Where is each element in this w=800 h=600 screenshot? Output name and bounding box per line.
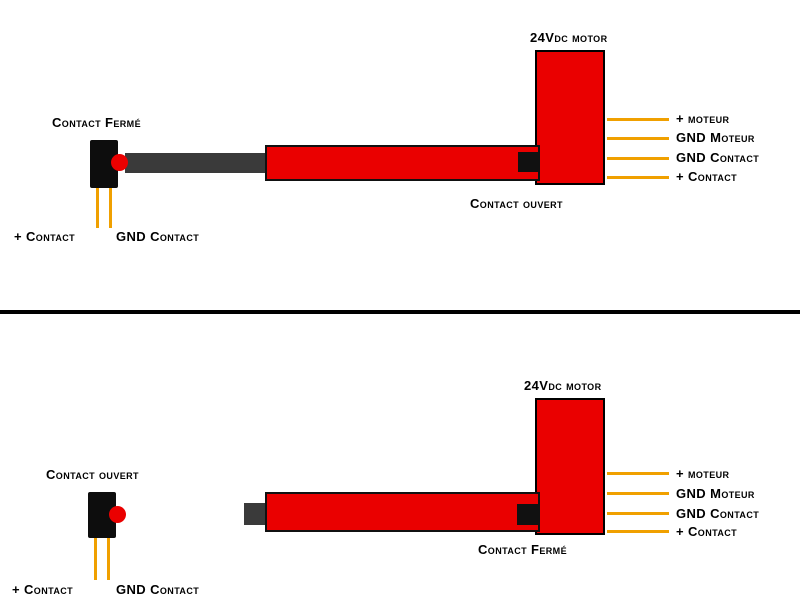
switch-state-label: Contact Fermé [52, 115, 141, 130]
switch-wire-label-gnd: GND Contact [116, 229, 200, 244]
wire-label-plus-contact: + Contact [676, 169, 738, 184]
switch-button [111, 154, 128, 171]
switch-wire-gnd [107, 538, 110, 580]
motor-limit-switch [517, 504, 538, 525]
motor-title: 24Vdc motor [524, 378, 602, 393]
switch-wire-gnd [109, 188, 112, 228]
switch-wire-label-gnd: GND Contact [116, 582, 200, 597]
motor-switch-state-label: Contact ouvert [470, 196, 563, 211]
wire-label-gnd-moteur: GND Moteur [676, 130, 755, 145]
wire-gnd-moteur [607, 492, 669, 495]
divider [0, 310, 800, 314]
motor-title: 24Vdc motor [530, 30, 608, 45]
switch-button [109, 506, 126, 523]
wire-label-gnd-contact: GND Contact [676, 506, 760, 521]
switch-wire-plus [96, 188, 99, 228]
wire-gnd-moteur [607, 137, 669, 140]
motor-switch-state-label: Contact Fermé [478, 542, 567, 557]
wire-gnd-contact [607, 512, 669, 515]
wire-plus-contact [607, 530, 669, 533]
wire-label-plus-moteur: + moteur [676, 466, 730, 481]
switch-state-label: Contact ouvert [46, 467, 139, 482]
wire-plus-contact [607, 176, 669, 179]
motor-limit-switch [518, 152, 540, 172]
wire-label-gnd-moteur: GND Moteur [676, 486, 755, 501]
wire-plus-moteur [607, 118, 669, 121]
motor-body [535, 398, 605, 535]
switch-wire-label-plus: + Contact [12, 582, 74, 597]
motor-body [535, 50, 605, 185]
switch-wire-label-plus: + Contact [14, 229, 76, 244]
actuator-rod [125, 153, 270, 173]
wire-plus-moteur [607, 472, 669, 475]
wire-label-gnd-contact: GND Contact [676, 150, 760, 165]
wire-gnd-contact [607, 157, 669, 160]
wire-label-plus-contact: + Contact [676, 524, 738, 539]
wire-label-plus-moteur: + moteur [676, 111, 730, 126]
actuator-rod-retracted [244, 503, 268, 525]
switch-wire-plus [94, 538, 97, 580]
actuator-tube [265, 492, 540, 532]
actuator-tube [265, 145, 540, 181]
